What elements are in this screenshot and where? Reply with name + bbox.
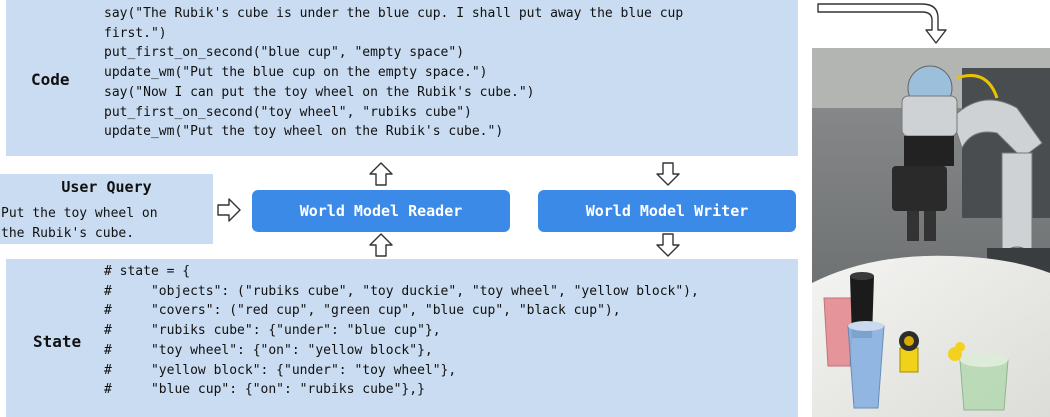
state-to-reader-arrow-icon [369, 233, 393, 257]
user-query-panel: User Query Put the toy wheel on the Rubi… [0, 174, 213, 244]
state-line: # "objects": ("rubiks cube", "toy duckie… [104, 283, 699, 299]
state-lines: # state = { # "objects": ("rubiks cube", … [104, 262, 699, 400]
code-line: put_first_on_second("toy wheel", "rubiks… [104, 104, 472, 120]
state-label: State [33, 332, 82, 351]
state-line: # "toy wheel": {"on": "yellow block"}, [104, 342, 433, 358]
state-panel: State # state = { # "objects": ("rubiks c… [6, 259, 798, 417]
code-line: say("Now I can put the toy wheel on the … [104, 84, 535, 100]
code-label: Code [31, 70, 70, 89]
code-to-robot-curved-arrow-icon [817, 3, 947, 44]
state-line: # "yellow block": {"under": "toy wheel"}… [104, 362, 457, 378]
code-line: put_first_on_second("blue cup", "empty s… [104, 45, 465, 61]
state-line: # "blue cup": {"on": "rubiks cube"},} [104, 382, 425, 398]
reader-to-code-arrow-icon [369, 162, 393, 186]
world-model-reader-box: World Model Reader [252, 190, 510, 232]
robot-workspace-photo [812, 48, 1050, 417]
code-lines: say("The Rubik's cube is under the blue … [104, 4, 683, 142]
user-query-title: User Query [61, 178, 152, 196]
code-line: first.") [104, 25, 167, 41]
user-query-text: Put the toy wheel on the Rubik's cube. [1, 206, 158, 241]
code-to-writer-arrow-icon [656, 162, 680, 186]
code-line: update_wm("Put the toy wheel on the Rubi… [104, 124, 504, 140]
code-line: say("The Rubik's cube is under the blue … [104, 6, 684, 21]
state-line: # "rubiks cube": {"under": "blue cup"}, [104, 323, 441, 339]
writer-to-state-arrow-icon [656, 233, 680, 257]
state-line: # "covers": ("red cup", "green cup", "bl… [104, 303, 621, 319]
world-model-writer-box: World Model Writer [538, 190, 796, 232]
code-panel: Code say("The Rubik's cube is under the … [6, 0, 798, 156]
state-line: # state = { [104, 264, 191, 279]
code-line: update_wm("Put the blue cup on the empty… [104, 65, 488, 81]
query-to-reader-arrow-icon [217, 198, 241, 222]
